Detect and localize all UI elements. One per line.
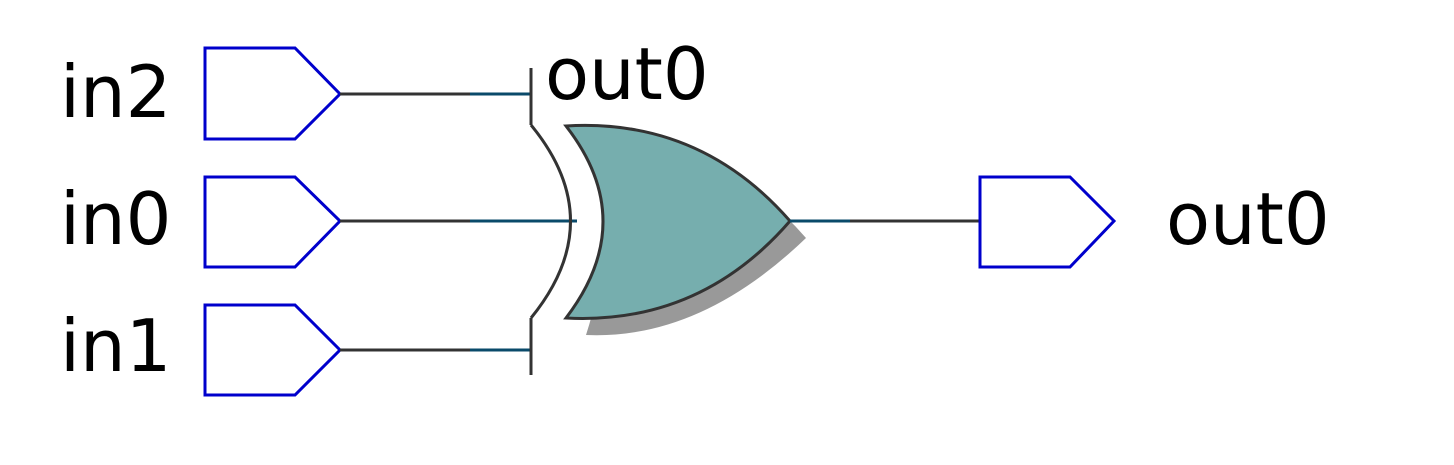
port-label-in1: in1 <box>60 304 171 388</box>
port-shape <box>978 175 1117 269</box>
port-shape <box>203 303 343 397</box>
xor-gate[interactable]: out0 <box>529 32 806 336</box>
xor-back-curve <box>529 124 572 319</box>
input-port-in0[interactable]: in0 <box>60 175 343 269</box>
input-port-in2[interactable]: in2 <box>60 46 343 141</box>
output-port-out0[interactable]: out0 <box>978 175 1330 269</box>
port-label-out0: out0 <box>1166 177 1330 261</box>
port-label-in2: in2 <box>60 50 171 134</box>
gate-body <box>563 123 792 320</box>
gate-instance-label: out0 <box>545 32 709 116</box>
port-label-in0: in0 <box>60 177 171 261</box>
port-shape <box>203 46 343 141</box>
input-port-in1[interactable]: in1 <box>60 303 343 397</box>
port-shape <box>203 175 343 269</box>
